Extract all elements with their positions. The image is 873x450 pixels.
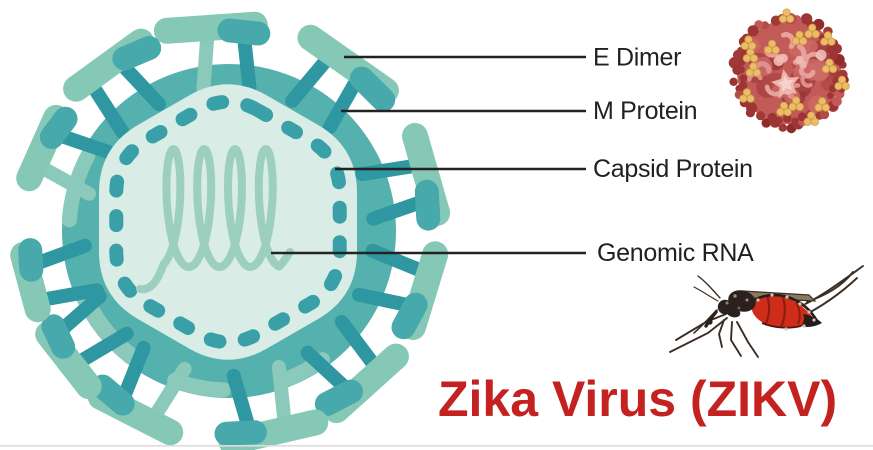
svg-text:Zika Virus (ZIKV): Zika Virus (ZIKV): [438, 371, 837, 427]
svg-text:Capsid Protein: Capsid Protein: [593, 155, 753, 183]
svg-text:E Dimer: E Dimer: [593, 43, 681, 71]
svg-text:M Protein: M Protein: [593, 97, 697, 125]
svg-text:Genomic RNA: Genomic RNA: [597, 239, 754, 267]
